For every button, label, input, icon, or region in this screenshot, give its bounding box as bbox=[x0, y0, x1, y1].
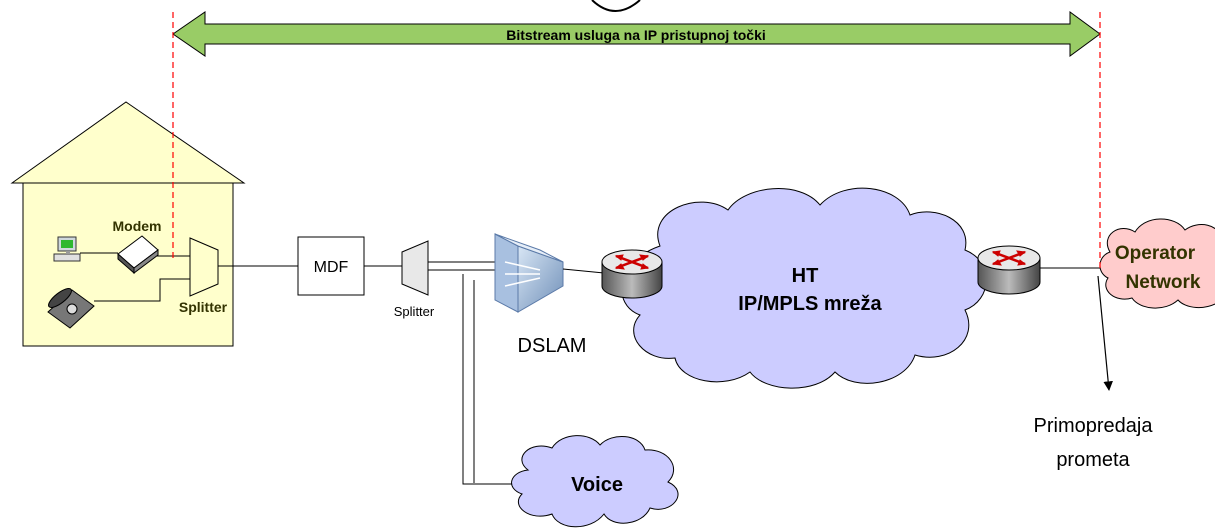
modem-icon bbox=[117, 235, 159, 275]
modem-label: Modem bbox=[113, 218, 162, 234]
computer-icon bbox=[53, 236, 81, 262]
operator-cloud bbox=[1099, 218, 1215, 309]
handover-arrow bbox=[1097, 275, 1113, 391]
core-label-line2: IP/MPLS mreža bbox=[738, 293, 882, 315]
router-icon-left bbox=[601, 249, 663, 299]
voice-label: Voice bbox=[571, 474, 623, 496]
telephone-icon bbox=[47, 288, 95, 329]
mdf-box bbox=[297, 236, 365, 296]
handover-label-line2: prometa bbox=[1056, 449, 1130, 471]
dslam-router-link bbox=[562, 268, 605, 274]
house-roof bbox=[10, 101, 246, 184]
bitstream-banner-arrow: Bitstream usluga na IP pristupnoj točki bbox=[172, 11, 1101, 57]
bitstream-banner-label: Bitstream usluga na IP pristupnoj točki bbox=[506, 27, 766, 43]
core-label-line1: HT bbox=[792, 265, 819, 287]
operator-label-line1: Operator bbox=[1115, 243, 1196, 264]
access-lines bbox=[364, 261, 517, 485]
core-cloud bbox=[621, 187, 987, 389]
mdf-label: MDF bbox=[314, 259, 349, 276]
splitter-label: Splitter bbox=[394, 304, 435, 319]
top-partial-circle bbox=[591, 0, 641, 12]
dslam-label: DSLAM bbox=[518, 335, 587, 357]
dslam-icon bbox=[494, 233, 564, 313]
splitter-icon bbox=[401, 240, 429, 296]
router-icon-right bbox=[977, 245, 1041, 295]
handover-label-line1: Primopredaja bbox=[1034, 415, 1154, 437]
house-splitter-label: Splitter bbox=[179, 299, 228, 315]
operator-label-line2: Network bbox=[1126, 272, 1201, 293]
house-splitter-icon bbox=[189, 237, 219, 297]
voice-cloud bbox=[511, 435, 679, 528]
